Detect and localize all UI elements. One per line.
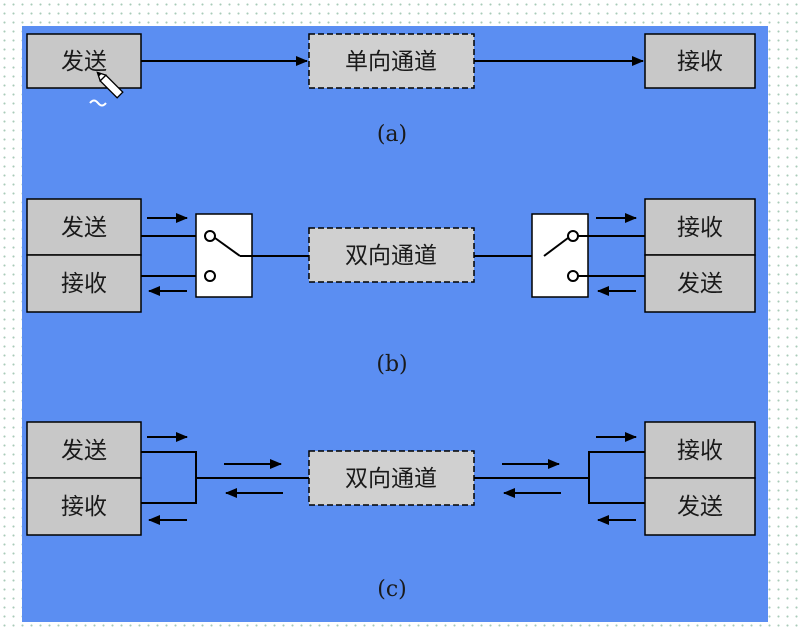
- channel-label: 双向通道: [345, 243, 437, 269]
- receiver-label: 接收: [677, 49, 723, 75]
- left-send-label: 发送: [61, 215, 107, 241]
- diagram-a-simplex: 发送 单向通道 接收 (a): [26, 33, 756, 147]
- blue-panel: [22, 26, 768, 622]
- right-send-label: 发送: [677, 494, 723, 520]
- caption-c: (c): [377, 577, 407, 602]
- left-receive-box: [26, 254, 142, 313]
- caption-b: (b): [376, 352, 407, 377]
- caption-a: (a): [377, 122, 407, 147]
- left-receive-label: 接收: [61, 494, 107, 520]
- channel-box: [308, 227, 475, 283]
- sender-box: [26, 33, 142, 89]
- right-receive-box: [644, 198, 756, 256]
- channel-box: [308, 450, 475, 506]
- channel-label: 双向通道: [345, 466, 437, 492]
- wire: [588, 451, 645, 504]
- sender-label: 发送: [61, 49, 107, 75]
- right-receive-box: [644, 421, 756, 479]
- right-switch: [531, 213, 589, 298]
- diagram-b-half-duplex: 发送 接收 双向通道 接收 发送 (b): [26, 198, 756, 377]
- left-receive-box: [26, 477, 142, 536]
- left-send-box: [26, 198, 142, 256]
- left-send-label: 发送: [61, 438, 107, 464]
- right-receive-label: 接收: [677, 215, 723, 241]
- pen-cursor-icon: [89, 71, 124, 107]
- left-receive-label: 接收: [61, 271, 107, 297]
- channel-label: 单向通道: [345, 49, 437, 75]
- right-receive-label: 接收: [677, 438, 723, 464]
- right-send-box: [644, 254, 756, 313]
- diagram-c-full-duplex: 发送 接收 双向通道 接收 发送 (c): [26, 421, 756, 602]
- receiver-box: [644, 33, 756, 89]
- right-send-box: [644, 477, 756, 536]
- right-send-label: 发送: [677, 271, 723, 297]
- channel-box: [308, 33, 475, 89]
- left-send-box: [26, 421, 142, 479]
